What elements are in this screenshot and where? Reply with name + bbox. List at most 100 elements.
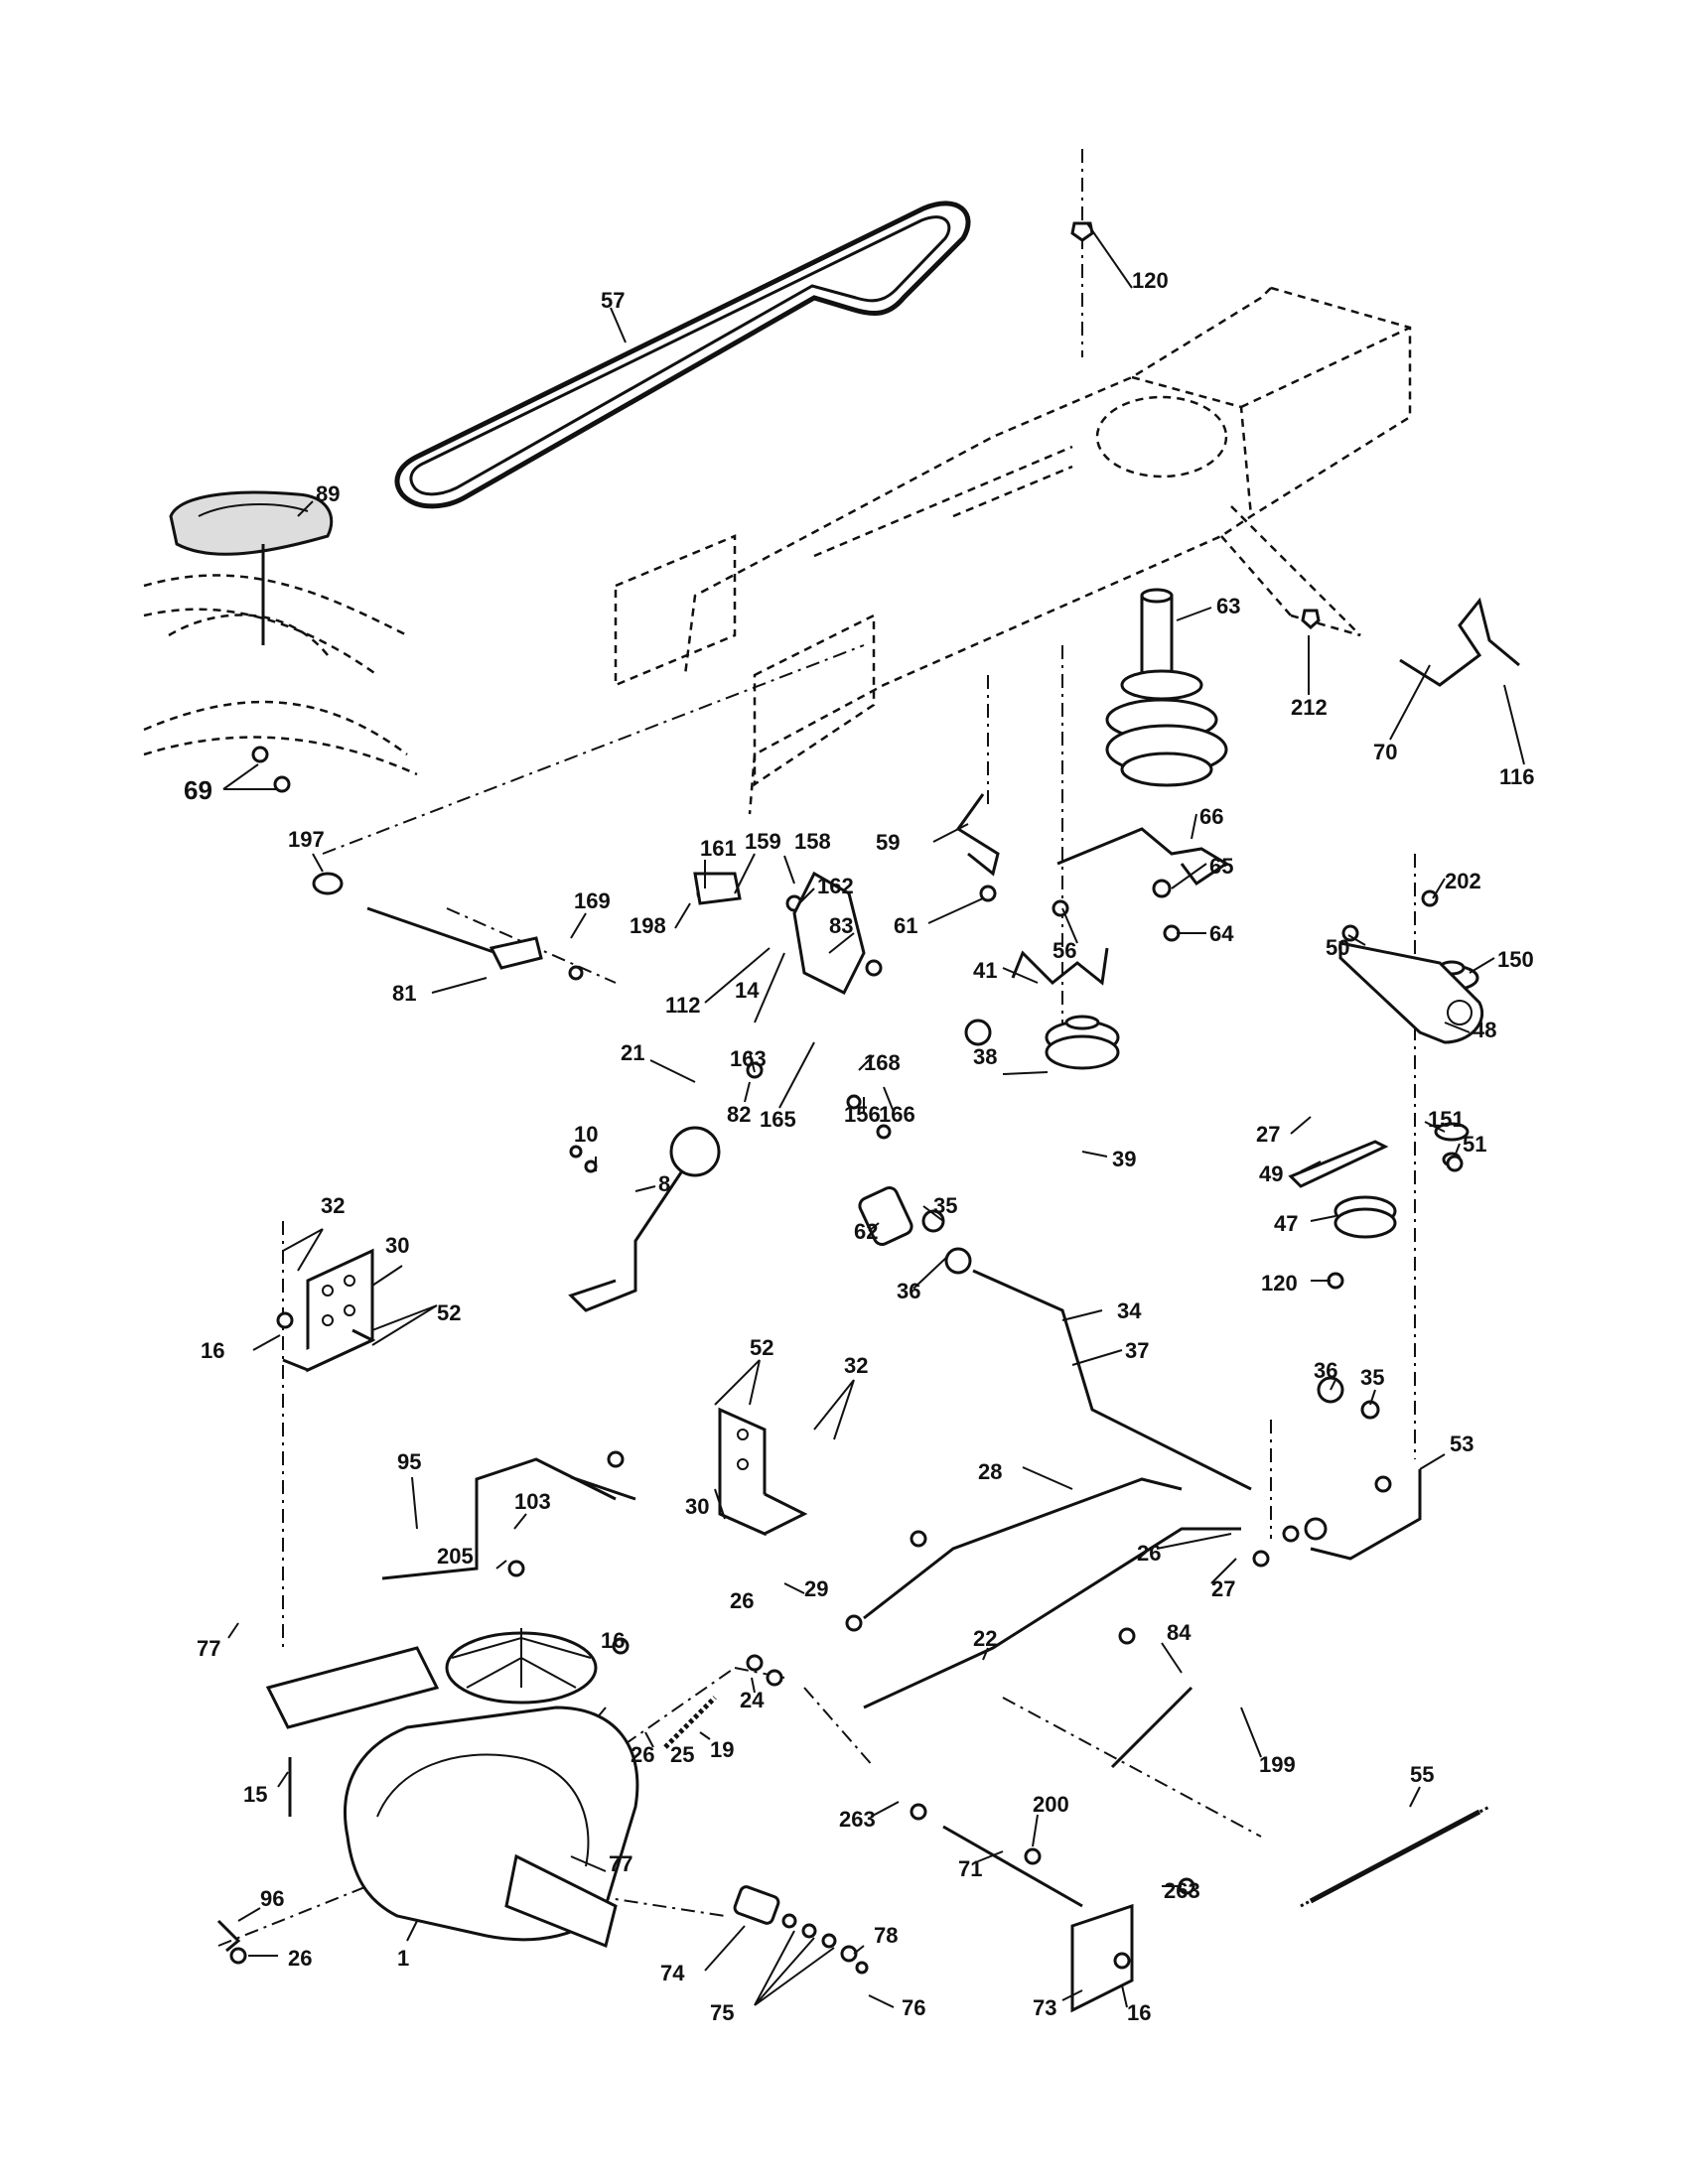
label: 159 [745,829,781,854]
label: 16 [1127,2000,1151,2025]
label: 34 [1117,1298,1142,1323]
label: 197 [288,827,325,852]
assembly-lines [217,149,1416,1947]
label: 29 [804,1576,828,1601]
label: 57 [601,288,625,313]
label: 61 [894,913,917,938]
label: 1 [397,1946,409,1971]
label: 200 [1033,1792,1069,1817]
label: 77 [197,1636,220,1661]
label: 36 [897,1279,920,1303]
label: 84 [1167,1620,1192,1645]
label: 116 [1499,764,1535,789]
body-outline [143,574,418,776]
label: 16 [201,1338,224,1363]
label: 26 [631,1742,654,1767]
label: 14 [735,978,760,1003]
label: 27 [1256,1122,1280,1147]
label: 77 [609,1851,632,1876]
label: 120 [1261,1271,1298,1296]
label: 26 [288,1946,312,1971]
label: 47 [1274,1211,1298,1236]
label: 32 [321,1193,345,1218]
brackets [282,1248,808,1537]
label: 27 [1211,1576,1235,1601]
label: 63 [1216,594,1240,618]
pulleys [1045,588,1479,1239]
label: 199 [1259,1752,1296,1777]
label: 163 [730,1046,767,1071]
label: 82 [727,1102,751,1127]
label: 24 [740,1688,765,1712]
label: 95 [397,1449,421,1474]
label: 59 [876,830,900,855]
label: 48 [1473,1018,1496,1042]
label: 66 [1199,804,1223,829]
label: 49 [1259,1161,1283,1186]
transaxle [216,1628,780,1953]
label: 32 [844,1353,868,1378]
label: 158 [794,829,831,854]
label: 62 [854,1219,878,1244]
tractor-frame [614,286,1412,815]
label: 83 [829,913,853,938]
label: 263 [1164,1878,1200,1903]
label: 51 [1463,1132,1486,1157]
label: 55 [1410,1762,1434,1787]
fan [445,1628,598,1705]
spring-25 [663,1696,717,1749]
label: 38 [973,1044,997,1069]
label: 21 [621,1040,644,1065]
label: 205 [437,1544,474,1569]
label: 169 [574,888,611,913]
label: 112 [665,993,701,1018]
label: 41 [973,958,997,983]
label: 22 [973,1626,997,1651]
label: 35 [933,1193,957,1218]
label: 263 [839,1807,876,1832]
label: 70 [1373,740,1397,764]
label: 150 [1497,947,1534,972]
label: 52 [437,1300,461,1325]
label: 89 [316,481,340,506]
label: 39 [1112,1147,1136,1171]
label: 53 [1450,1432,1474,1456]
label: 74 [660,1961,685,1985]
label: 15 [243,1782,267,1807]
levers [312,597,1520,2013]
label: 36 [1314,1358,1337,1383]
label: 75 [710,2000,734,2025]
part-labels: 57 120 89 63 212 70 116 69 197 161 159 1… [184,268,1535,2025]
label: 28 [978,1459,1002,1484]
label: 156 [844,1102,881,1127]
label: 56 [1052,938,1076,963]
label: 103 [514,1489,551,1514]
label: 16 [601,1628,625,1653]
label: 19 [710,1737,734,1762]
label: 73 [1033,1995,1056,2020]
label: 35 [1360,1365,1384,1390]
label: 168 [864,1050,901,1075]
label: 25 [670,1742,694,1767]
drive-belt [394,201,971,509]
label: 162 [817,874,854,898]
label: 202 [1445,869,1481,893]
label: 166 [879,1102,915,1127]
label: 64 [1209,921,1234,946]
label: 96 [260,1886,284,1911]
label: 120 [1132,268,1169,293]
label: 151 [1428,1107,1465,1132]
label: 8 [658,1171,670,1196]
label: 30 [685,1494,709,1519]
brake-pedal [169,490,334,645]
label: 10 [574,1122,598,1147]
label: 76 [902,1995,925,2020]
hardware [229,221,1464,1975]
label: 81 [392,981,416,1006]
label: 78 [874,1923,898,1948]
label: 37 [1125,1338,1149,1363]
label: 198 [630,913,666,938]
label: 26 [730,1588,754,1613]
label: 212 [1291,695,1328,720]
